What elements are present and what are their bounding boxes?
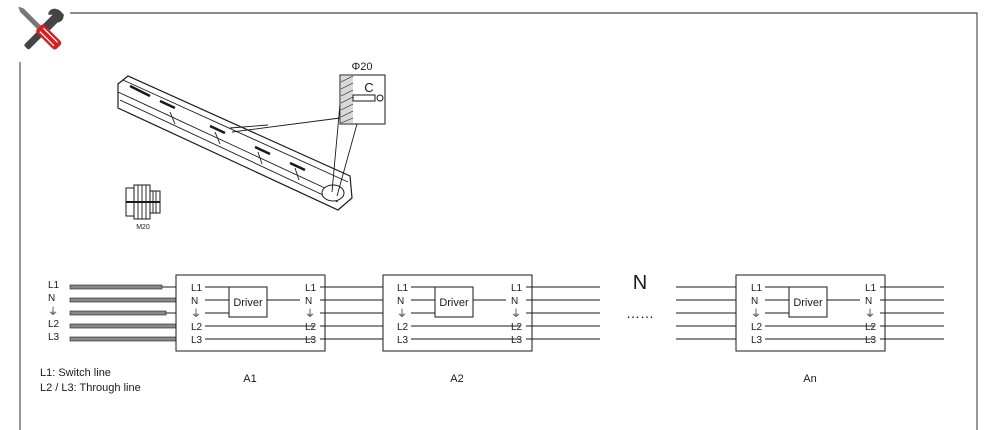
gland-size-label: M20 <box>136 224 150 231</box>
input-label-l2: L2 <box>48 319 60 330</box>
luminaire-unit-a2: Driver L1 N ⏚ L2 L3 L1 N ⏚ L2 L3 <box>382 274 533 352</box>
link-wires-an-out <box>880 286 944 340</box>
svg-text:L3: L3 <box>305 335 317 346</box>
svg-text:L3: L3 <box>191 335 203 346</box>
legend-through-line: L2 / L3: Through line <box>40 382 141 394</box>
link-wires-a1-a2 <box>320 286 398 340</box>
svg-text:L3: L3 <box>397 335 409 346</box>
svg-text:L2: L2 <box>397 322 409 333</box>
driver-label: Driver <box>793 297 823 309</box>
input-label-n: N <box>48 293 55 304</box>
svg-text:L2: L2 <box>511 322 523 333</box>
unit-label-a1: A1 <box>243 373 256 385</box>
svg-text:N: N <box>191 296 198 307</box>
input-label-l1: L1 <box>48 280 60 291</box>
cable-gland-icon <box>125 184 161 220</box>
cable-l2 <box>69 323 177 329</box>
link-wires-a2-out <box>526 286 600 340</box>
input-label-l3: L3 <box>48 332 60 343</box>
unit-label-a2: A2 <box>450 373 463 385</box>
ellipsis: …… <box>626 305 654 321</box>
svg-text:L3: L3 <box>751 335 763 346</box>
hole-diameter-label: Φ20 <box>351 61 372 73</box>
svg-text:L1: L1 <box>191 283 203 294</box>
svg-text:L1: L1 <box>865 283 877 294</box>
cable-l3 <box>69 336 177 342</box>
luminaire-unit-a1: Driver L1 N ⏚ L2 L3 L1 N ⏚ L2 L3 <box>175 274 326 352</box>
supply-wires: L1 N ⏚ L2 L3 <box>48 280 177 343</box>
svg-text:L2: L2 <box>191 322 203 333</box>
svg-text:L1: L1 <box>751 283 763 294</box>
detail-callout: C Φ20 <box>231 61 386 197</box>
svg-text:L2: L2 <box>305 322 317 333</box>
rotate-arrow-icon: C <box>364 80 373 95</box>
svg-text:⏚: ⏚ <box>751 308 761 320</box>
cable-n <box>69 297 177 303</box>
luminaire-fixture <box>117 75 353 211</box>
legend-switch-line: L1: Switch line <box>40 367 111 379</box>
wrench-screwdriver-icon <box>18 6 64 50</box>
driver-label: Driver <box>233 297 263 309</box>
svg-text:L1: L1 <box>305 283 317 294</box>
svg-text:N: N <box>751 296 758 307</box>
svg-text:N: N <box>305 296 312 307</box>
svg-text:N: N <box>865 296 872 307</box>
svg-text:L3: L3 <box>865 335 877 346</box>
callout-lines <box>231 103 358 197</box>
driver-box <box>434 286 474 318</box>
svg-text:⏚: ⏚ <box>191 308 201 320</box>
luminaire-unit-an: Driver L1 N ⏚ L2 L3 L1 N ⏚ L2 L3 <box>735 274 886 352</box>
driver-box <box>788 286 828 318</box>
svg-text:L2: L2 <box>865 322 877 333</box>
svg-text:L1: L1 <box>511 283 523 294</box>
svg-text:⏚: ⏚ <box>511 308 521 320</box>
svg-text:⏚: ⏚ <box>865 308 875 320</box>
svg-text:N: N <box>511 296 518 307</box>
link-wires-in-an <box>676 286 750 340</box>
svg-text:⏚: ⏚ <box>397 308 407 320</box>
input-label-earth: ⏚ <box>48 306 58 318</box>
unit-label-an: An <box>803 373 816 385</box>
svg-text:L2: L2 <box>751 322 763 333</box>
cable-l1 <box>69 284 163 290</box>
svg-text:N: N <box>397 296 404 307</box>
cable-earth <box>69 310 167 316</box>
svg-text:L3: L3 <box>511 335 523 346</box>
hole-marker <box>352 94 376 102</box>
svg-text:L1: L1 <box>397 283 409 294</box>
svg-text:⏚: ⏚ <box>305 308 315 320</box>
driver-label: Driver <box>439 297 469 309</box>
n-units-label: N <box>633 272 647 294</box>
driver-box <box>228 286 268 318</box>
frame-border-top-right <box>70 12 978 430</box>
